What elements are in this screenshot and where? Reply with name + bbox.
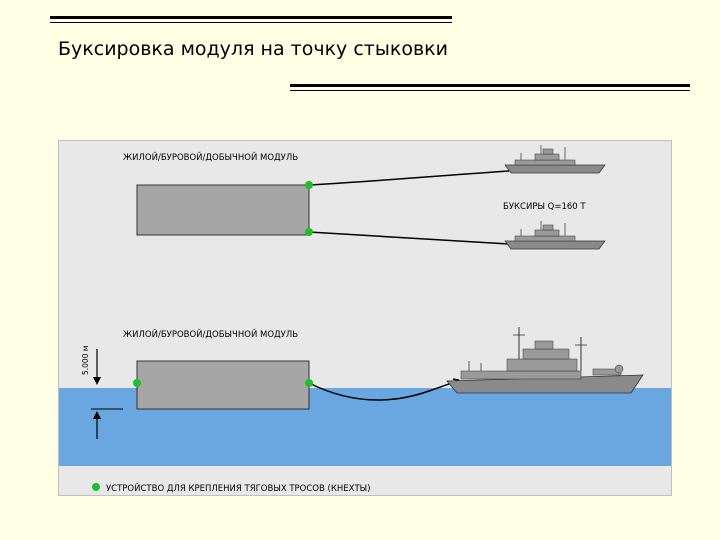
top-double-rule-lower	[50, 22, 452, 23]
towing-diagram: ЖИЛОЙ/БУРОВОЙ/ДОБЫЧНОЙ МОДУЛЬ БУКСИРЫ Q=…	[58, 140, 672, 496]
tug-ship-lower	[504, 221, 606, 250]
bollard-dot	[305, 181, 313, 189]
top-tow-line-upper	[308, 170, 510, 186]
bollard-dot	[305, 228, 313, 236]
towing-diagram-svg: ЖИЛОЙ/БУРОВОЙ/ДОБЫЧНОЙ МОДУЛЬ БУКСИРЫ Q=…	[59, 145, 671, 494]
bottom-double-rule-lower	[290, 90, 690, 91]
support-ship	[446, 327, 644, 394]
bottom-double-rule-upper	[290, 84, 690, 87]
tugs-label: БУКСИРЫ Q=160 Т	[503, 202, 586, 212]
bottom-tow-line	[308, 378, 460, 401]
legend-bollard-dot	[92, 483, 100, 491]
tug-ship-upper	[504, 145, 606, 174]
top-tow-line-lower	[308, 231, 510, 245]
bollard-dot	[133, 379, 141, 387]
top-module-label: ЖИЛОЙ/БУРОВОЙ/ДОБЫЧНОЙ МОДУЛЬ	[123, 151, 298, 163]
top-double-rule-upper	[50, 16, 452, 19]
bottom-module-label: ЖИЛОЙ/БУРОВОЙ/ДОБЫЧНОЙ МОДУЛЬ	[123, 328, 298, 340]
bottom-module-block	[136, 360, 310, 410]
legend-text: УСТРОЙСТВО ДЛЯ КРЕПЛЕНИЯ ТЯГОВЫХ ТРОСОВ …	[106, 482, 370, 494]
depth-arrowhead-down	[93, 377, 101, 385]
slide-title: Буксировка модуля на точку стыковки	[58, 38, 448, 60]
bollard-dot	[305, 379, 313, 387]
depth-arrowhead-up	[93, 411, 101, 419]
top-module-block	[136, 184, 310, 236]
depth-label: 5.000 м	[81, 345, 90, 375]
